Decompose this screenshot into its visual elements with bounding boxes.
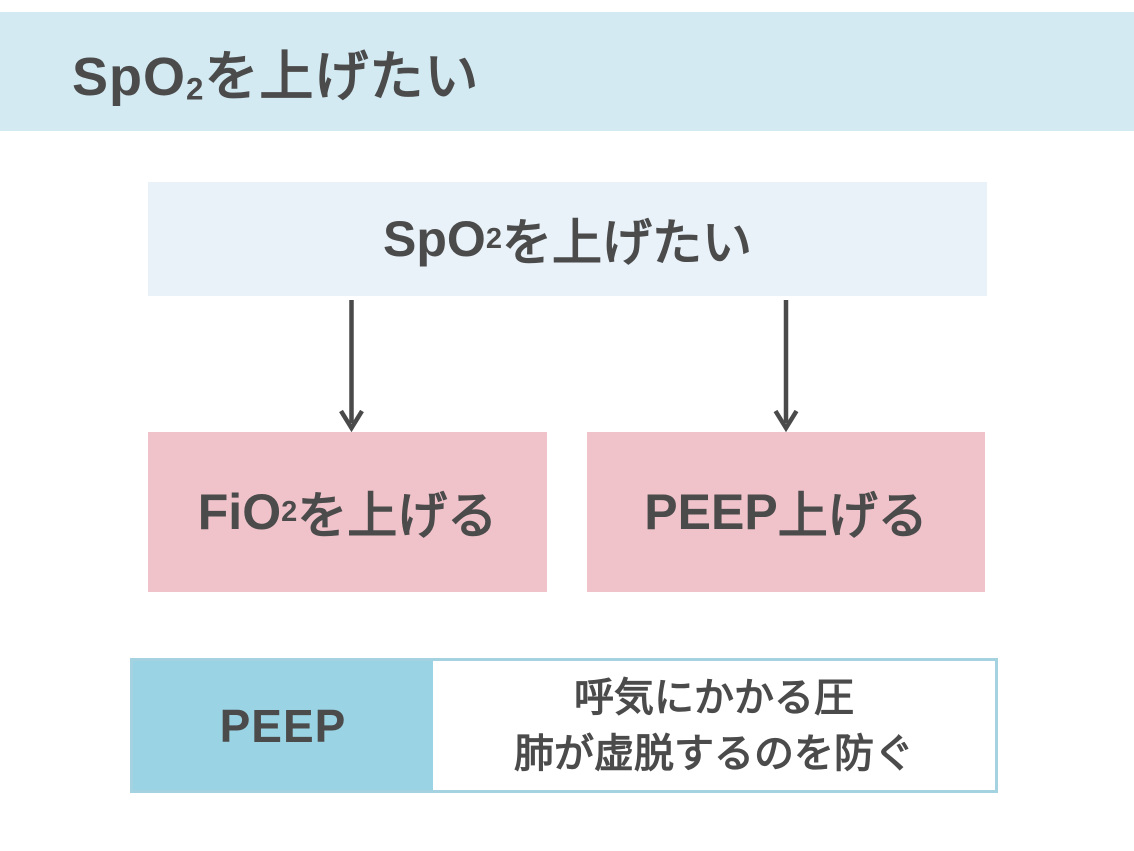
page-title-text-tail: を上げたい xyxy=(204,47,480,107)
page-title-subscript: 2 xyxy=(186,71,205,107)
title-banner: SpO2を上げたい xyxy=(0,12,1134,131)
root-node-subscript: 2 xyxy=(485,222,502,255)
peep-node-label: PEEP xyxy=(644,484,778,540)
down-arrow-right-icon xyxy=(773,300,799,433)
page-title-text: SpO xyxy=(72,47,187,107)
down-arrow-left-icon xyxy=(339,300,364,433)
peep-definition-table: PEEP 呼気にかかる圧 肺が虚脱するのを防ぐ xyxy=(130,658,998,793)
definition-term-cell: PEEP xyxy=(133,661,433,790)
page-title: SpO2を上げたい xyxy=(72,32,479,111)
root-node-label-tail: を上げたい xyxy=(501,215,752,271)
definition-description-cell: 呼気にかかる圧 肺が虚脱するのを防ぐ xyxy=(433,661,995,790)
peep-node-label-tail: 上げる xyxy=(777,488,928,544)
fio2-node-label-tail: を上げる xyxy=(297,488,498,544)
root-node-label: SpO xyxy=(383,211,486,267)
fio2-node-label: FiO xyxy=(197,484,282,540)
definition-term: PEEP xyxy=(219,699,347,752)
definition-line-1: 呼気にかかる圧 xyxy=(574,675,854,720)
definition-line-2: 肺が虚脱するのを防ぐ xyxy=(514,731,914,776)
fio2-node-subscript: 2 xyxy=(281,495,298,528)
flow-arrows xyxy=(339,300,799,433)
